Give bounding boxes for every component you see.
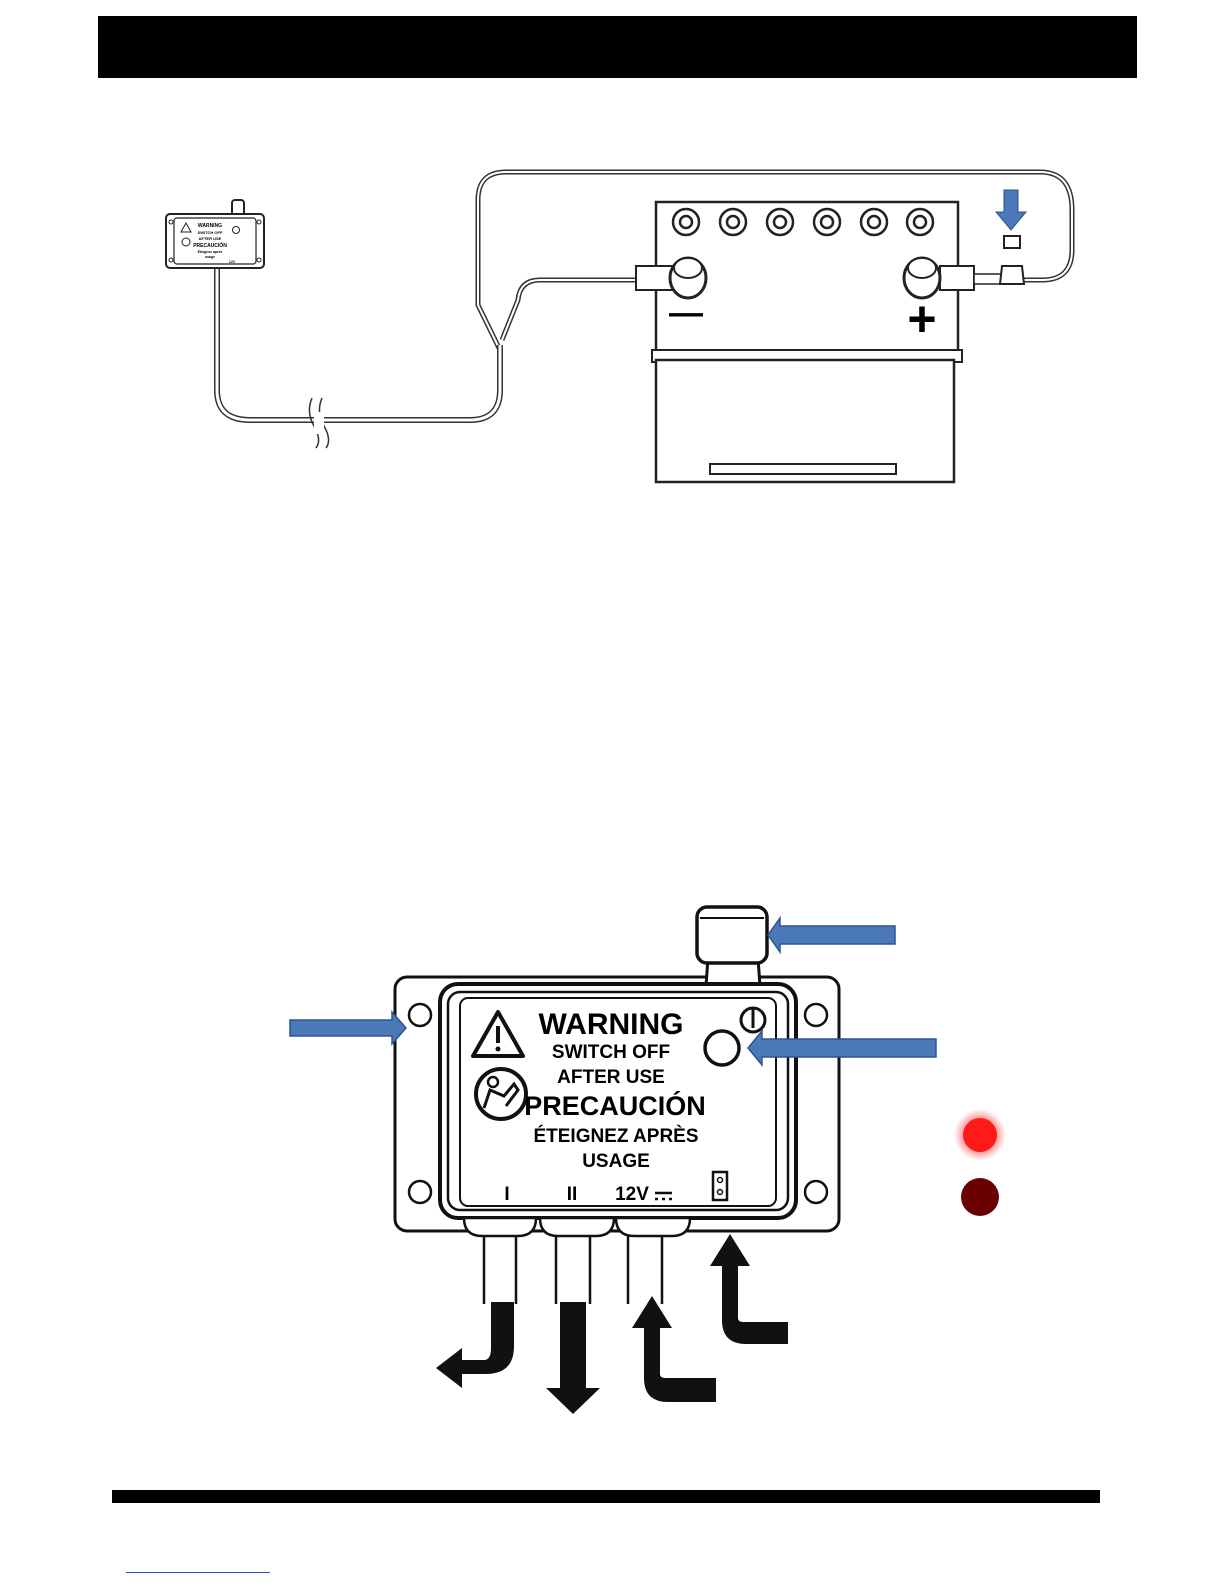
fuse-arrow: [996, 190, 1026, 230]
fuse-cap: [697, 907, 767, 986]
input-12v-arrow: [632, 1296, 716, 1402]
read-manual-icon: [476, 1069, 526, 1119]
battery-positive-symbol: +: [907, 291, 936, 347]
mini-line-3: AFTER USE: [199, 236, 222, 241]
output-2-arrow: [546, 1302, 600, 1414]
battery-negative-symbol: —: [669, 294, 703, 332]
precaucion-text: PRECAUCIÓN: [524, 1090, 706, 1121]
mount-hole-arrow: [290, 1012, 406, 1044]
mount-hole-bottom-right: [805, 1181, 827, 1203]
led-off-indicator: [961, 1178, 999, 1216]
mini-line-7: 12V: [229, 260, 236, 264]
power-icon: [741, 1008, 765, 1032]
mini-line-1: WARNING: [198, 223, 222, 229]
usage-text: USAGE: [582, 1151, 650, 1172]
fuse-cap-arrow: [768, 918, 895, 952]
switch-off-text: SWITCH OFF: [552, 1042, 670, 1063]
mount-hole-top-left: [409, 1004, 431, 1026]
mini-line-6: usage: [205, 255, 215, 259]
mini-control-box: WARNING SWITCH OFF AFTER USE PRECAUCIÓN …: [166, 200, 264, 268]
port-2-label: II: [567, 1184, 578, 1205]
mini-line-2: SWITCH OFF: [198, 230, 223, 235]
eteignez-text: ÉTEIGNEZ APRÈS: [533, 1125, 698, 1147]
led-on-indicator: [963, 1118, 997, 1152]
mount-hole-bottom-left: [409, 1181, 431, 1203]
control-box-diagram: WARNING SWITCH OFF AFTER USE PRECAUCIÓN …: [0, 890, 1225, 1430]
footer-link-underline[interactable]: [126, 1572, 270, 1573]
indicator-lamp: [705, 1031, 739, 1065]
port-1-label: I: [504, 1184, 509, 1205]
mini-line-5: Éteignez après: [198, 249, 223, 254]
socket-arrow: [710, 1234, 788, 1344]
footer-bar: [112, 1490, 1100, 1503]
battery: — +: [636, 202, 1024, 482]
mini-line-4: PRECAUCIÓN: [193, 241, 227, 249]
wiring-diagram: WARNING SWITCH OFF AFTER USE PRECAUCIÓN …: [0, 0, 1225, 520]
after-use-text: AFTER USE: [557, 1067, 665, 1088]
cable-glands: [464, 1218, 690, 1236]
port-12v-label: 12V: [615, 1184, 649, 1205]
fuse: [1004, 236, 1020, 248]
cables: [484, 1236, 662, 1304]
warning-text: WARNING: [539, 1008, 684, 1041]
mount-hole-top-right: [805, 1004, 827, 1026]
output-1-arrow: [436, 1302, 514, 1388]
socket-icon: [713, 1172, 727, 1200]
